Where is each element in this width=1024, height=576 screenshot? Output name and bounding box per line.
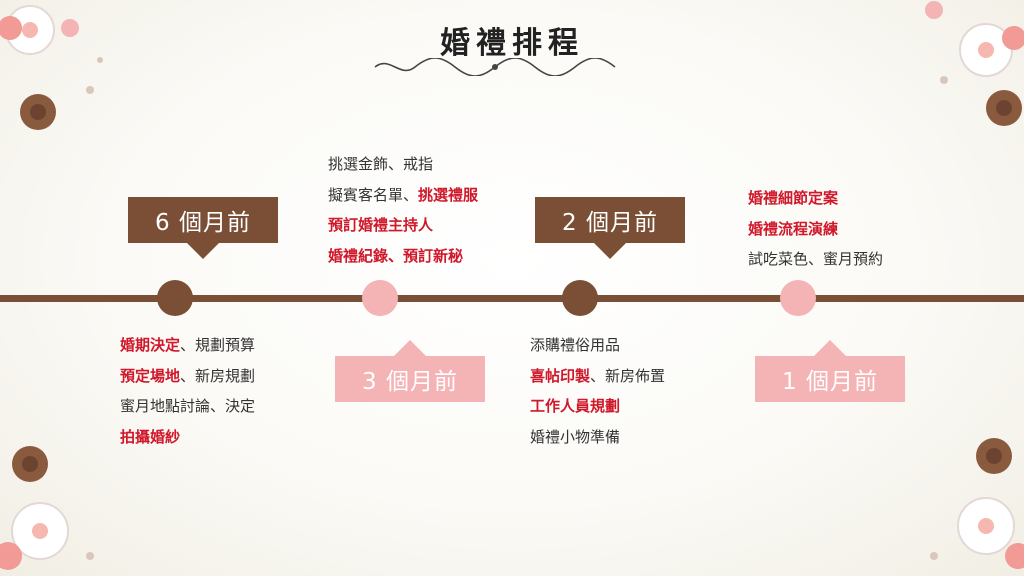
flower-decoration-icon [914, 436, 1024, 576]
task-list-3-months: 挑選金飾、戒指 擬賓客名單、挑選禮服 預訂婚禮主持人 婚禮紀錄、預訂新秘 [328, 149, 478, 271]
task-item: 婚禮細節定案 [748, 183, 883, 214]
task-item: 預訂婚禮主持人 [328, 210, 478, 241]
task-item: 拍攝婚紗 [120, 422, 255, 453]
task-item: 婚禮小物準備 [530, 422, 665, 453]
timeline-dot-2-months [562, 280, 598, 316]
page-title: 婚禮排程 [0, 18, 1024, 62]
timeline-line [0, 295, 1024, 302]
timeline-dot-3-months [362, 280, 398, 316]
milestone-tag-1-month: 1 個月前 [755, 356, 905, 402]
task-item: 挑選金飾、戒指 [328, 149, 478, 180]
task-item: 工作人員規劃 [530, 391, 665, 422]
milestone-tag-3-months: 3 個月前 [335, 356, 485, 402]
task-item: 蜜月地點討論、決定 [120, 391, 255, 422]
task-item: 添購禮俗用品 [530, 330, 665, 361]
task-item: 婚禮紀錄、預訂新秘 [328, 241, 478, 272]
timeline-dot-1-month [780, 280, 816, 316]
task-item: 婚期決定、規劃預算 [120, 330, 255, 361]
flower-decoration-icon [0, 436, 110, 576]
task-item: 擬賓客名單、挑選禮服 [328, 180, 478, 211]
milestone-tag-6-months: 6 個月前 [128, 197, 278, 243]
milestone-tag-2-months: 2 個月前 [535, 197, 685, 243]
timeline-dot-6-months [157, 280, 193, 316]
flourish-divider-icon [370, 58, 620, 76]
task-list-6-months: 婚期決定、規劃預算 預定場地、新房規劃 蜜月地點討論、決定 拍攝婚紗 [120, 330, 255, 452]
task-item: 喜帖印製、新房佈置 [530, 361, 665, 392]
task-item: 婚禮流程演練 [748, 214, 883, 245]
task-list-1-month: 婚禮細節定案 婚禮流程演練 試吃菜色、蜜月預約 [748, 183, 883, 275]
task-list-2-months: 添購禮俗用品 喜帖印製、新房佈置 工作人員規劃 婚禮小物準備 [530, 330, 665, 452]
task-item: 試吃菜色、蜜月預約 [748, 244, 883, 275]
task-item: 預定場地、新房規劃 [120, 361, 255, 392]
